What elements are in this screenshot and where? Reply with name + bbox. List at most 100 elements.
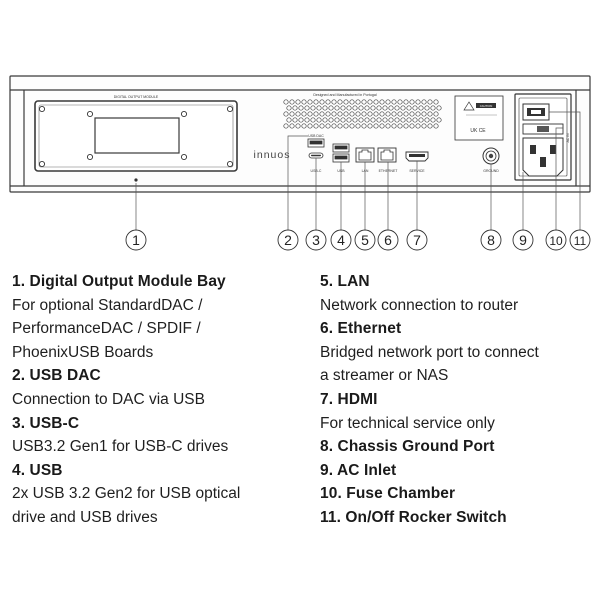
vent-hole xyxy=(433,123,439,129)
vent-hole xyxy=(340,105,346,111)
legend-item-hdmi: 7. HDMI For technical service only xyxy=(320,388,600,435)
vent-hole xyxy=(328,117,334,123)
legend-title: 3. USB-C xyxy=(12,414,80,432)
vent-hole xyxy=(325,111,331,117)
vent-hole xyxy=(424,105,430,111)
vent-hole xyxy=(370,117,376,123)
vent-hole xyxy=(394,117,400,123)
legend-item-switch: 11. On/Off Rocker Switch xyxy=(320,506,600,530)
vent-hole xyxy=(379,111,385,117)
vent-hole xyxy=(352,105,358,111)
vent-hole xyxy=(298,117,304,123)
vent-hole xyxy=(376,105,382,111)
vent-hole xyxy=(295,111,301,117)
leader-lines xyxy=(134,111,581,230)
vent-hole xyxy=(367,123,373,129)
vent-hole xyxy=(373,123,379,129)
vent-hole xyxy=(337,123,343,129)
vent-hole xyxy=(376,117,382,123)
vent-hole xyxy=(403,111,409,117)
vent-hole xyxy=(391,111,397,117)
legend-desc: Bridged network port to connect xyxy=(320,343,539,361)
legend-desc: For optional StandardDAC / xyxy=(12,296,203,314)
legend-desc: Network connection to router xyxy=(320,296,519,314)
vent-hole xyxy=(319,99,325,105)
svg-text:3: 3 xyxy=(312,232,320,248)
vent-hole xyxy=(283,123,289,129)
legend-title: 11. On/Off Rocker Switch xyxy=(320,508,507,526)
vent-hole xyxy=(373,111,379,117)
usb-dac-label: USB DAC xyxy=(308,134,324,138)
vent-hole xyxy=(334,117,340,123)
lan-port xyxy=(355,147,375,163)
rear-panel-diagram: DIGITAL OUTPUT MODULE Designed and Manuf… xyxy=(9,75,591,251)
vent-hole xyxy=(304,105,310,111)
vent-hole xyxy=(313,111,319,117)
vent-hole xyxy=(331,123,337,129)
vent-hole xyxy=(406,105,412,111)
vent-hole xyxy=(304,117,310,123)
vent-hole xyxy=(358,117,364,123)
vent-hole xyxy=(289,123,295,129)
svg-text:1: 1 xyxy=(132,232,140,248)
ac-inlet xyxy=(522,137,564,177)
vent-hole xyxy=(385,99,391,105)
callout-7: 7 xyxy=(406,229,428,251)
vent-hole xyxy=(292,105,298,111)
vent-hole xyxy=(415,99,421,105)
vent-hole xyxy=(424,117,430,123)
vent-hole xyxy=(349,99,355,105)
vent-hole xyxy=(400,117,406,123)
callout-5: 5 xyxy=(354,229,376,251)
vent-hole xyxy=(298,105,304,111)
vent-hole xyxy=(436,117,442,123)
legend-item-ethernet: 6. Ethernet Bridged network port to conn… xyxy=(320,317,600,388)
cert-marks: UK CE xyxy=(470,128,486,134)
module-bay: DIGITAL OUTPUT MODULE xyxy=(34,95,238,172)
vent-hole xyxy=(412,105,418,111)
vent-hole xyxy=(361,99,367,105)
vent-hole xyxy=(400,105,406,111)
svg-text:4: 4 xyxy=(337,232,345,248)
legend-desc: a streamer or NAS xyxy=(320,367,449,385)
vent-hole xyxy=(406,117,412,123)
callout-9: 9 xyxy=(512,229,534,251)
vent-hole xyxy=(433,111,439,117)
vent-hole xyxy=(310,105,316,111)
vent-hole xyxy=(421,123,427,129)
vent-hole xyxy=(349,123,355,129)
vent-hole xyxy=(373,99,379,105)
vent-hole xyxy=(319,111,325,117)
fuse-chamber xyxy=(522,123,564,135)
vent-hole xyxy=(301,99,307,105)
vent-hole xyxy=(322,117,328,123)
vent-hole xyxy=(319,123,325,129)
vent-hole xyxy=(286,117,292,123)
svg-text:5: 5 xyxy=(361,232,369,248)
callout-11: 11 xyxy=(569,229,591,251)
legend-title: 9. AC Inlet xyxy=(320,461,397,479)
vent-hole xyxy=(301,111,307,117)
vent-hole xyxy=(412,117,418,123)
legend-item-fuse: 10. Fuse Chamber xyxy=(320,482,600,506)
vent-hole xyxy=(367,111,373,117)
svg-text:7: 7 xyxy=(413,232,421,248)
vent-hole xyxy=(421,99,427,105)
vent-hole xyxy=(397,99,403,105)
legend-desc: 2x USB 3.2 Gen2 for USB optical xyxy=(12,485,241,503)
legend-item-usb-c: 3. USB-C USB3.2 Gen1 for USB-C drives xyxy=(12,412,302,459)
vent-hole xyxy=(436,105,442,111)
usb-dac-port xyxy=(307,138,325,148)
vent-hole xyxy=(313,123,319,129)
legend-item-usb: 4. USB 2x USB 3.2 Gen2 for USB optical d… xyxy=(12,459,302,530)
vent-hole xyxy=(337,111,343,117)
callout-8: 8 xyxy=(480,229,502,251)
callout-3: 3 xyxy=(305,229,327,251)
vent-hole xyxy=(355,99,361,105)
vent-hole xyxy=(433,99,439,105)
vent-hole xyxy=(388,105,394,111)
vent-grille xyxy=(283,99,442,129)
vent-hole xyxy=(415,123,421,129)
ground-port xyxy=(482,147,500,165)
vent-hole xyxy=(343,111,349,117)
